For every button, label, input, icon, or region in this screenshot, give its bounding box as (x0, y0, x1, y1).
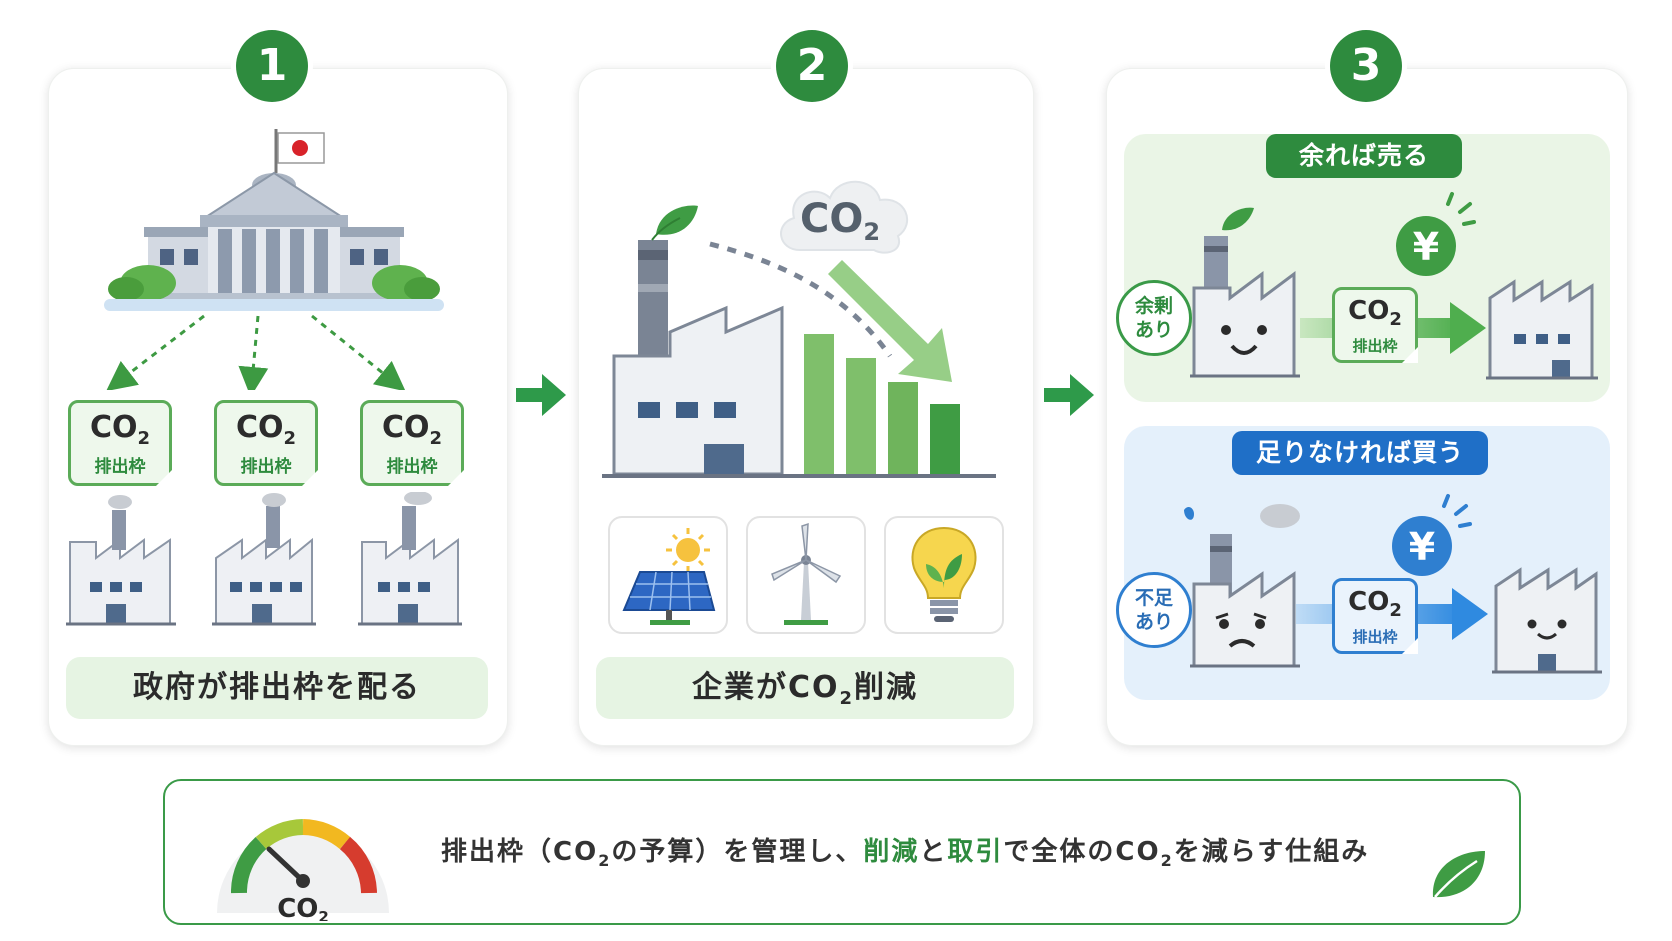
flag-sun-icon (292, 140, 308, 156)
reduction-bar (930, 404, 960, 474)
window (676, 402, 698, 418)
window (374, 249, 388, 265)
arrow-middle (238, 315, 269, 390)
window (184, 249, 198, 265)
co2-allowance-card: CO2 排出枠 (360, 400, 464, 486)
summary-text: 排出枠（CO2の予算）を管理し、削減と取引で全体のCO2を減らす仕組み (441, 837, 1370, 871)
government-building-illustration (104, 129, 444, 311)
svg-text:¥: ¥ (1409, 525, 1435, 569)
window (714, 402, 736, 418)
led-bulb-tile (884, 516, 1004, 634)
arrow-left (106, 314, 205, 390)
building-pediment (202, 171, 346, 218)
smiling-factory-icon (1492, 567, 1602, 674)
trend-dashed-line (709, 241, 893, 358)
reduction-bar (846, 358, 876, 474)
step-3-badge: 3 (1330, 30, 1402, 102)
co2-allowance-card: CO2 排出枠 (214, 400, 318, 486)
happy-factory-icon (1190, 207, 1300, 378)
wind-turbine-tile (746, 516, 866, 634)
column (266, 229, 280, 293)
arrow-right (311, 314, 406, 390)
bush-left (108, 277, 144, 301)
solar-panel-icon (622, 528, 716, 625)
yen-coin-icon: ¥ (1396, 192, 1476, 276)
step-arrow-right-icon (1044, 374, 1094, 416)
leaf-icon (1432, 851, 1485, 898)
wing-roof-right (334, 227, 404, 237)
worried-factory-icon (1184, 504, 1300, 668)
distribution-arrows (106, 314, 406, 390)
column (290, 229, 304, 293)
light-bulb-icon (911, 526, 977, 622)
svg-text:CO2: CO2 (277, 894, 329, 921)
sell-pill: 余れば売る (1266, 134, 1462, 178)
window (638, 402, 660, 418)
surplus-tag: 余剰 あり (1116, 280, 1192, 356)
building-base (140, 293, 408, 301)
step-arrow-right-icon (516, 374, 566, 416)
ground-strip (104, 299, 444, 311)
yen-coin-icon: ¥ (1392, 494, 1472, 576)
leaf-stem (651, 217, 681, 241)
bush-right (404, 277, 440, 301)
column (218, 229, 232, 293)
small-factory-icon (66, 495, 176, 626)
buy-pill: 足りなければ買う (1232, 431, 1488, 475)
step-2-badge: 2 (776, 30, 848, 102)
summary-footer: CO2 排出枠（CO2の予算）を管理し、削減と取引で全体のCO2を減らす仕組み (163, 779, 1521, 925)
co2-allowance-card: CO2 排出枠 (1332, 287, 1418, 363)
small-factory-icon (358, 492, 462, 626)
buyer-factory-icon (1486, 279, 1598, 380)
window (160, 249, 174, 265)
window (350, 249, 364, 265)
co2-allowance-card: CO2 排出枠 (1332, 578, 1418, 654)
reduction-bar (888, 382, 918, 474)
column (314, 229, 328, 293)
small-factory-icon (212, 493, 316, 626)
shortage-tag: 不足 あり (1116, 572, 1192, 648)
small-factories-illustration (66, 492, 462, 626)
wing-roof-left (144, 227, 214, 237)
factory-door (704, 444, 744, 474)
chimney-band (638, 250, 668, 260)
svg-text:¥: ¥ (1413, 225, 1439, 269)
factory-body (612, 305, 784, 476)
chimney-band (638, 284, 668, 292)
building-cornice (200, 215, 348, 227)
factory-emissions-illustration (602, 205, 996, 478)
step-1-badge: 1 (236, 30, 308, 102)
solar-panel-tile (608, 516, 728, 634)
co2-cloud-icon: CO2 (780, 180, 909, 254)
co2-allowance-card: CO2 排出枠 (68, 400, 172, 486)
step-2-caption: 企業がCO2削減 (596, 657, 1014, 719)
down-arrow-icon (828, 260, 952, 382)
wind-turbine-icon (771, 522, 842, 625)
co2-gauge-icon: CO2 (217, 819, 389, 921)
step-1-caption: 政府が排出枠を配る (66, 657, 488, 719)
column (242, 229, 256, 293)
reduction-bar (804, 334, 834, 474)
svg-text:CO2: CO2 (800, 196, 880, 246)
